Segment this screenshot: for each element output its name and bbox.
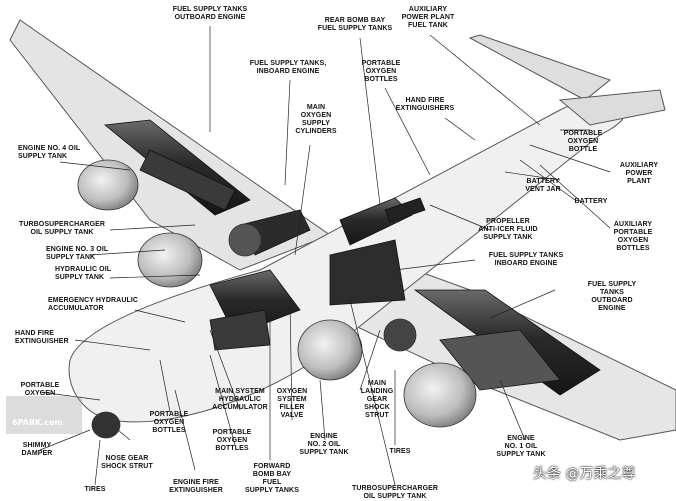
label-portable-oxygen-left: PORTABLE OXYGEN — [20, 382, 60, 397]
label-portable-oxygen-mid2: PORTABLE OXYGEN BOTTLES — [212, 429, 252, 452]
label-aux-portable-oxygen: AUXILIARY PORTABLE OXYGEN BOTTLES — [613, 221, 653, 252]
label-hand-fire-left: HAND FIRE EXTINGUISHER — [15, 330, 69, 345]
label-fuel-inboard-top: FUEL SUPPLY TANKS, INBOARD ENGINE — [249, 60, 327, 75]
label-fuel-outboard-right: FUEL SUPPLY TANKS OUTBOARD ENGINE — [587, 281, 637, 312]
label-aux-power-plant: AUXILIARY POWER PLANT — [619, 162, 659, 185]
label-portable-oxygen-mid1: PORTABLE OXYGEN BOTTLES — [149, 411, 189, 434]
label-emergency-hydraulic: EMERGENCY HYDRAULIC ACCUMULATOR — [48, 297, 139, 312]
label-forward-bomb-bay: FORWARD BOMB BAY FUEL SUPPLY TANKS — [245, 463, 299, 494]
label-engine3-oil: ENGINE No. 3 OIL SUPPLY TANK — [46, 246, 109, 261]
caption-watermark: 头条 @万乘之尊 — [533, 466, 636, 482]
label-shimmy-damper: SHIMMY DAMPER — [21, 442, 53, 457]
site-watermark-bg — [6, 396, 82, 434]
label-portable-oxygen-top: PORTABLE OXYGEN BOTTLES — [361, 60, 401, 83]
label-propeller-anti-icer: PROPELLER ANTI-ICER FLUID SUPPLY TANK — [478, 218, 538, 241]
label-main-oxygen-cylinders: MAIN OXYGEN SUPPLY CYLINDERS — [295, 104, 337, 135]
label-portable-oxygen-bottle: PORTABLE OXYGEN BOTTLE — [563, 130, 603, 153]
label-turbo-oil-left: TURBOSUPERCHARGER OIL SUPPLY TANK — [18, 221, 106, 236]
label-nose-gear-strut: NOSE GEAR SHOCK STRUT — [101, 455, 153, 470]
label-hand-fire-top: HAND FIRE EXTINGUISHERS — [395, 97, 455, 112]
label-fuel-outboard-top: FUEL SUPPLY TANKS OUTBOARD ENGINE — [172, 6, 248, 21]
label-fuel-inboard-right: FUEL SUPPLY TANKS INBOARD ENGINE — [488, 252, 564, 267]
label-engine4-oil: ENGINE No. 4 OIL SUPPLY TANK — [18, 145, 81, 160]
label-tires-left: TIRES — [84, 486, 106, 493]
label-rear-bomb-bay: REAR BOMB BAY FUEL SUPPLY TANKS — [317, 17, 393, 32]
label-oxygen-filler-valve: OXYGEN SYSTEM FILLER VALVE — [276, 388, 308, 419]
label-engine1-oil: ENGINE No. 1 OIL SUPPLY TANK — [496, 435, 546, 458]
label-turbo-oil-bottom: TURBOSUPERCHARGER OIL SUPPLY TANK — [351, 485, 439, 500]
fuel-tanks — [104, 119, 601, 396]
label-hydraulic-oil: HYDRAULIC OIL SUPPLY TANK — [55, 266, 112, 281]
label-engine-fire-extinguisher: ENGINE FIRE EXTINGUISHER — [169, 479, 223, 494]
label-main-system-hydraulic: MAIN SYSTEM HYDRAULIC ACCUMULATOR — [212, 388, 268, 411]
site-watermark: 6PARK.com — [12, 418, 63, 427]
label-battery-vent-jar: BATTERY VENT JAR — [525, 178, 561, 193]
leader-lines — [39, 26, 611, 486]
engines — [77, 159, 477, 439]
label-engine2-oil: ENGINE No. 2 OIL SUPPLY TANK — [299, 433, 349, 456]
label-battery: BATTERY — [574, 198, 608, 205]
label-tires-right: TIRES — [389, 448, 411, 455]
label-aux-power-fuel-tank: AUXILIARY POWER PLANT FUEL TANK — [401, 6, 455, 29]
label-main-landing-gear: MAIN LANDING GEAR SHOCK STRUT — [360, 380, 394, 419]
